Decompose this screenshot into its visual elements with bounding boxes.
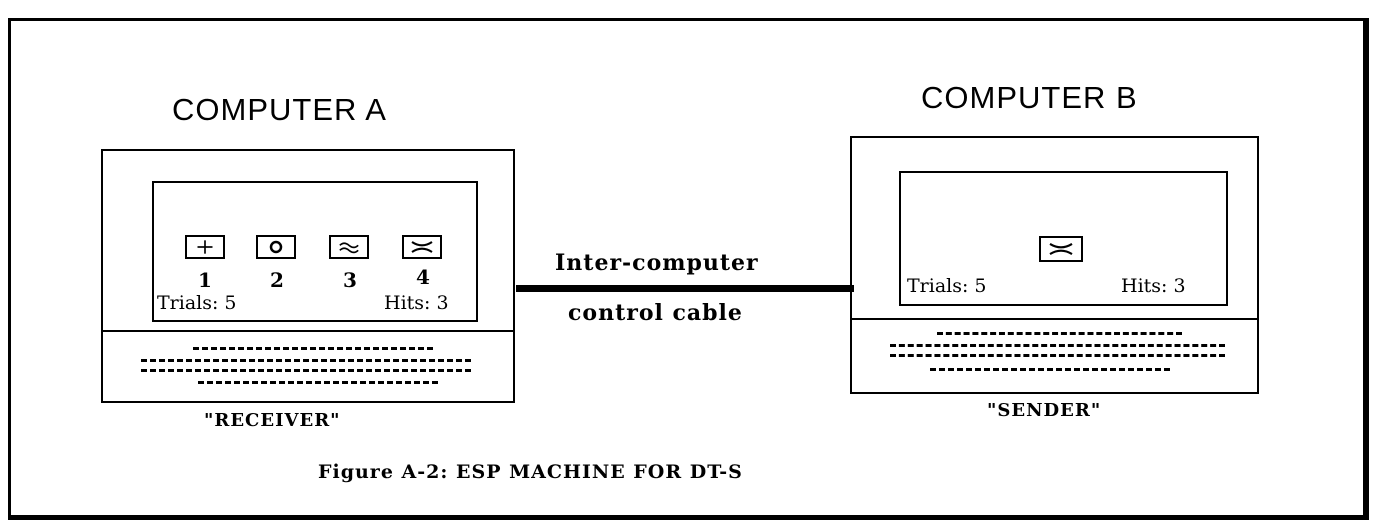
hits-counter: Hits: 3 [1121,275,1186,297]
keyboard-row [141,369,471,372]
computer-b-title: COMPUTER B [921,80,1138,115]
circle-icon [256,235,296,259]
symbol-number: 1 [198,268,212,292]
computer-a-role: "RECEIVER" [204,410,341,431]
figure-frame [8,18,1369,520]
keyboard-row [193,347,433,350]
keyboard-row [890,354,1225,357]
keyboard-row [937,332,1182,335]
computer-b-screen: Trials: 5 Hits: 3 [899,171,1228,306]
trials-counter: Trials: 5 [907,275,987,297]
cable-label-line2: control cable [568,300,743,326]
keyboard-row [930,368,1170,371]
computer-a-divider [103,330,513,332]
control-cable [516,285,854,292]
computer-a-screen: 1 2 3 4 Trials: 5 Hits: 3 [152,181,478,322]
computer-b: Trials: 5 Hits: 3 [850,136,1259,394]
cross-wave-icon [1039,236,1083,262]
computer-b-divider [852,318,1257,320]
symbol-number: 2 [270,268,284,292]
computer-a: 1 2 3 4 Trials: 5 Hits: 3 [101,149,515,403]
computer-a-title: COMPUTER A [172,92,387,127]
symbol-number: 4 [416,265,430,289]
cable-label-line1: Inter-computer [555,250,759,276]
cross-wave-icon [402,235,442,259]
keyboard-row [198,381,438,384]
figure-caption: Figure A-2: ESP MACHINE FOR DT-S [318,461,743,483]
keyboard-row [890,344,1225,347]
keyboard-row [141,359,471,362]
hits-counter: Hits: 3 [384,292,449,314]
plus-icon [185,235,225,259]
symbol-number: 3 [343,268,357,292]
computer-b-role: "SENDER" [987,400,1102,421]
trials-counter: Trials: 5 [157,292,237,314]
wave-icon [329,235,369,259]
